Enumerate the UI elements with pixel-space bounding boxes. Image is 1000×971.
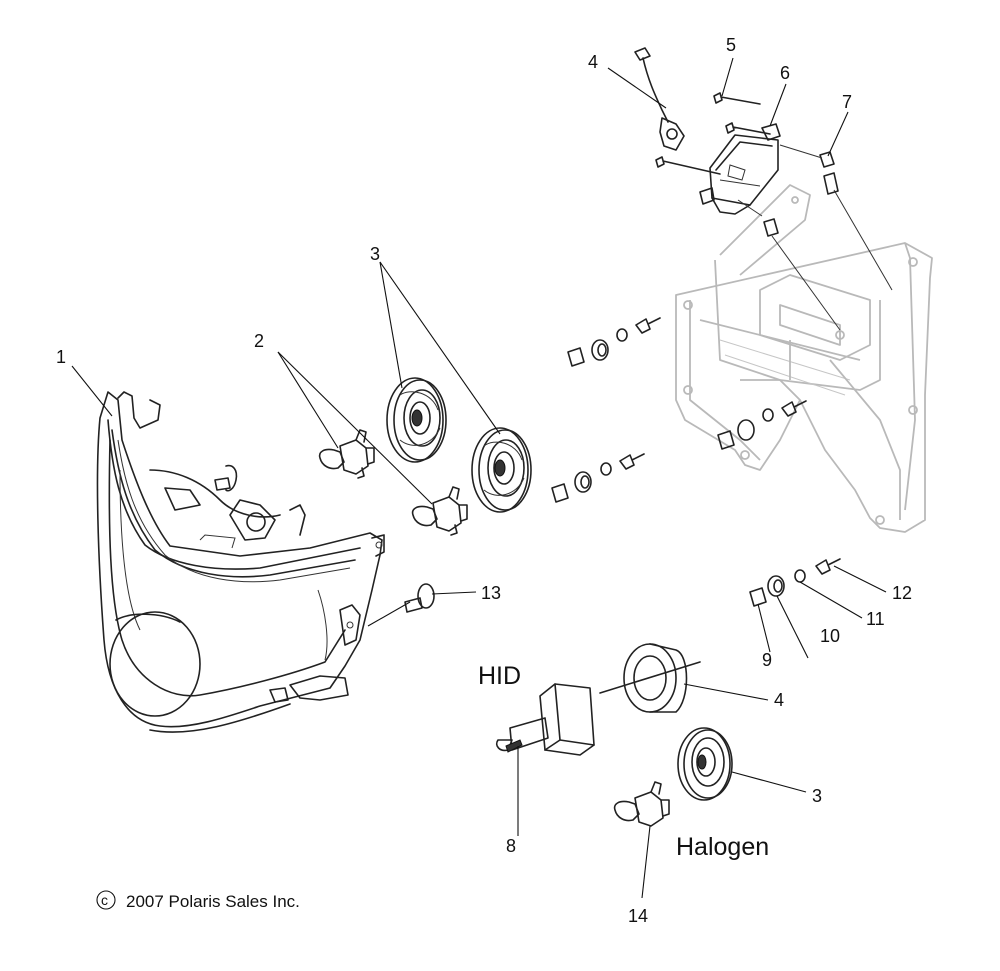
callout-4-top: 4 bbox=[588, 52, 598, 72]
housing-screw-13 bbox=[404, 583, 435, 613]
callout-11: 11 bbox=[866, 609, 885, 629]
housing-screw bbox=[214, 464, 238, 492]
callout-12: 12 bbox=[892, 583, 912, 603]
copyright-text: 2007 Polaris Sales Inc. bbox=[126, 892, 300, 911]
dust-cap-lower bbox=[471, 427, 532, 513]
nut-clip bbox=[749, 587, 767, 607]
group-label-hid: HID bbox=[478, 662, 521, 690]
copyright-circle-icon bbox=[96, 890, 116, 910]
halogen-bulb bbox=[613, 781, 670, 827]
callout-14: 14 bbox=[628, 906, 648, 926]
grommet bbox=[767, 575, 785, 597]
hid-wire-connector bbox=[634, 47, 685, 151]
callout-6: 6 bbox=[780, 63, 790, 83]
mounting-bolt bbox=[815, 558, 841, 575]
callout-4-bottom: 4 bbox=[774, 690, 784, 710]
copyright-notice: c 2007 Polaris Sales Inc. bbox=[96, 890, 300, 911]
halogen-bulb-upper bbox=[318, 429, 375, 479]
callout-labels: 1 2 3 4 5 6 7 13 12 11 10 9 4 3 8 14 bbox=[56, 35, 912, 926]
copyright-symbol: c bbox=[101, 892, 108, 908]
ballast-spacers bbox=[737, 144, 893, 331]
headlight-housing bbox=[96, 391, 385, 733]
washer bbox=[794, 569, 806, 583]
callout-1: 1 bbox=[56, 347, 66, 367]
hardware-row-bracket bbox=[717, 400, 807, 450]
callout-5: 5 bbox=[726, 35, 736, 55]
halogen-dust-cap bbox=[677, 727, 733, 801]
dust-cap-upper bbox=[386, 377, 447, 463]
hid-bulb bbox=[495, 683, 595, 756]
hardware-row-middle bbox=[551, 453, 645, 503]
ballast-bolts bbox=[655, 92, 771, 175]
callout-13: 13 bbox=[481, 583, 501, 603]
hardware-row-upper bbox=[567, 317, 661, 367]
callout-9: 9 bbox=[762, 650, 772, 670]
hid-cap bbox=[599, 643, 701, 713]
callout-2: 2 bbox=[254, 331, 264, 351]
callout-8: 8 bbox=[506, 836, 516, 856]
leader-lines bbox=[71, 57, 887, 899]
callout-3-bottom: 3 bbox=[812, 786, 822, 806]
callout-3-top: 3 bbox=[370, 244, 380, 264]
halogen-bulb-lower bbox=[411, 486, 468, 536]
callout-7: 7 bbox=[842, 92, 852, 112]
callout-10: 10 bbox=[820, 626, 840, 646]
hid-ballast bbox=[699, 123, 781, 215]
headlight-mounting-bracket bbox=[675, 184, 933, 533]
group-label-halogen: Halogen bbox=[676, 833, 769, 861]
